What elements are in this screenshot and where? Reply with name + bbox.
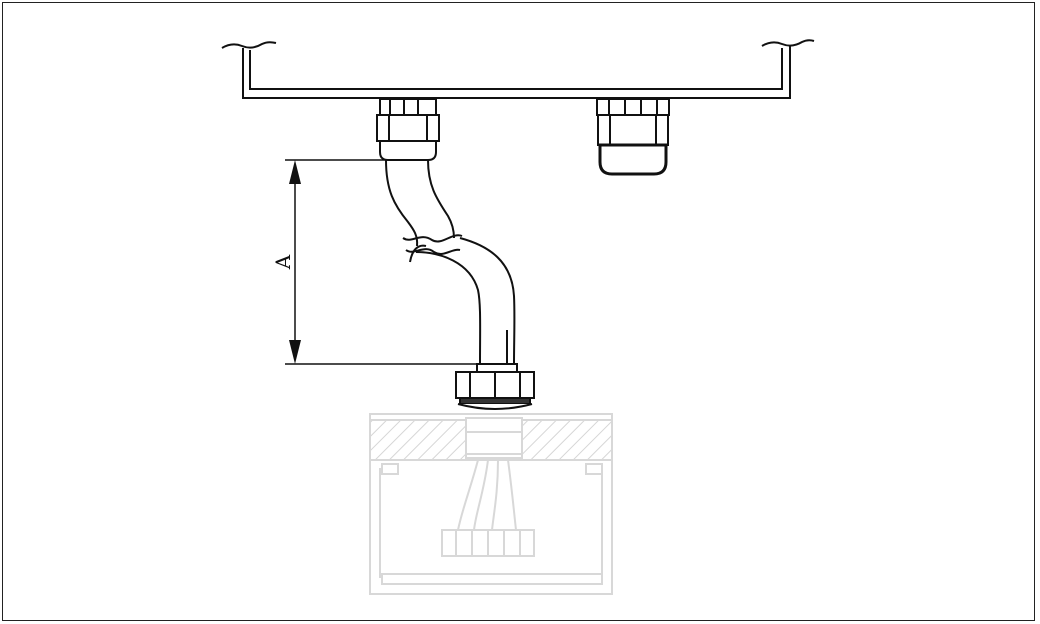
sensor-housing	[369, 413, 613, 595]
cable	[385, 159, 516, 365]
dimension-a-label: A	[271, 254, 295, 270]
dimension-a	[285, 159, 478, 365]
cable-gland-right	[596, 98, 670, 176]
sensor-connector	[455, 363, 535, 410]
housing-plate	[221, 39, 815, 99]
cable-gland-left	[376, 98, 440, 161]
